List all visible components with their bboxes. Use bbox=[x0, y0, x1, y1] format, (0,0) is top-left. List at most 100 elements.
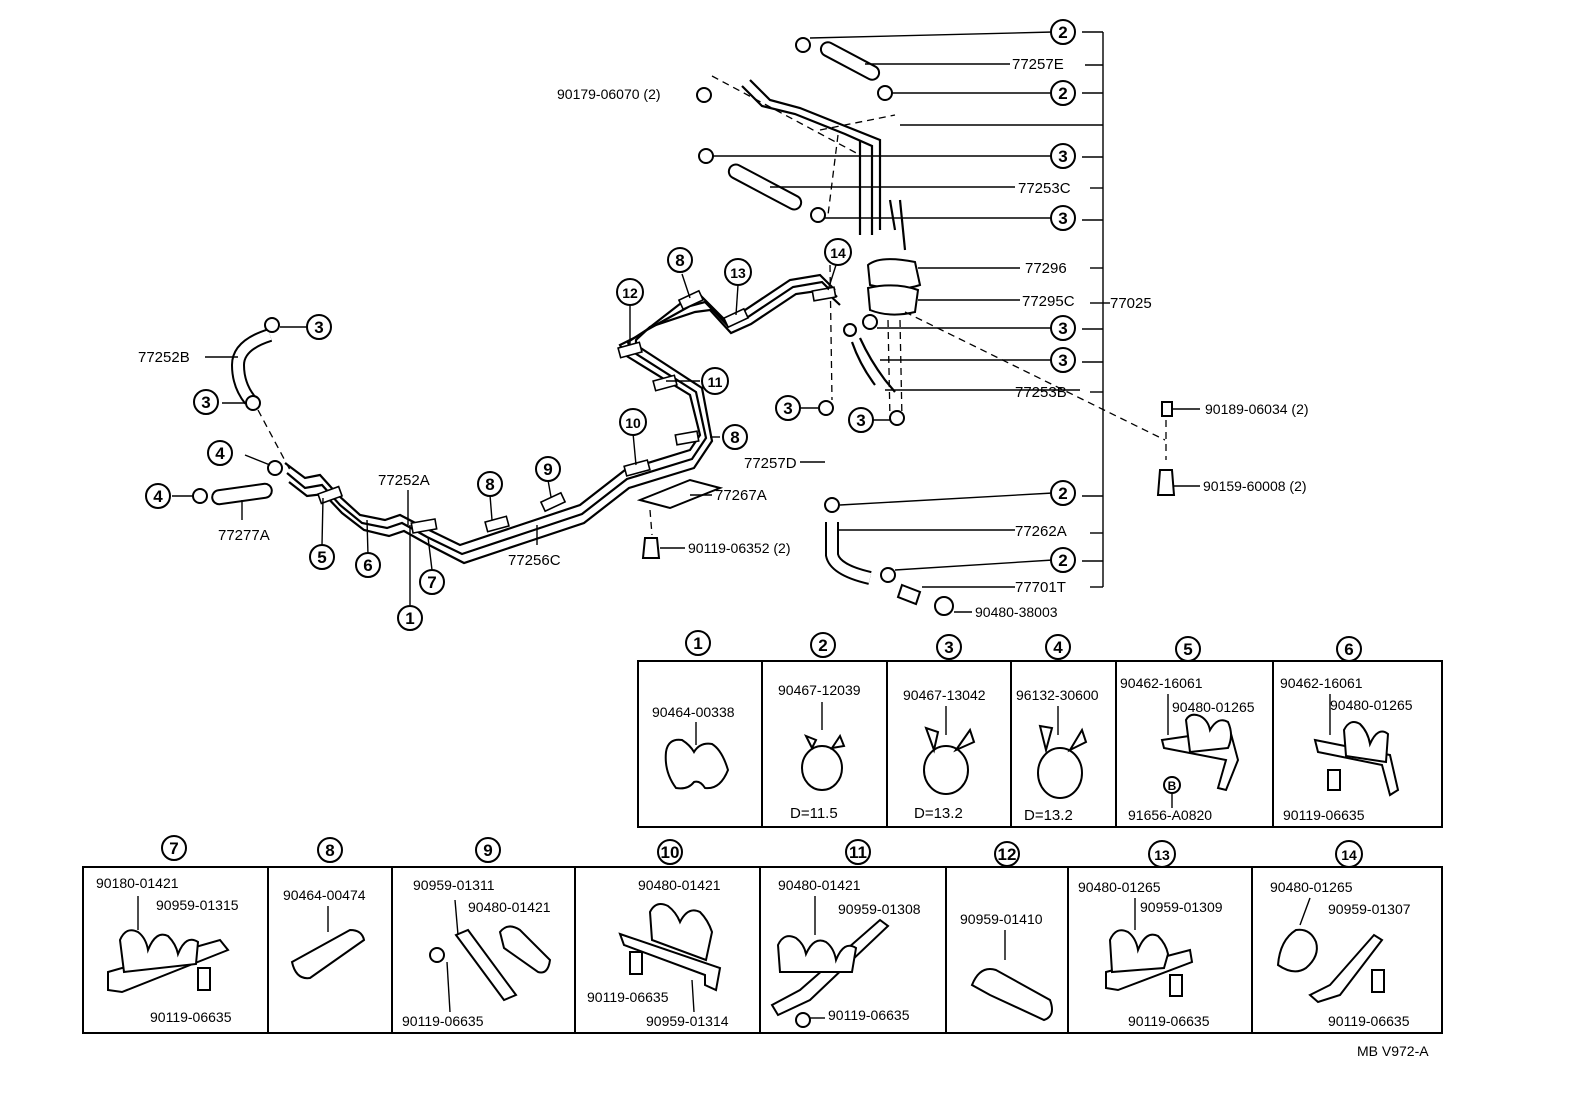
bolt-icon bbox=[197, 967, 211, 991]
callout-12: 12 bbox=[616, 278, 644, 306]
bolt-icon bbox=[1161, 401, 1173, 417]
callout-11: 11 bbox=[701, 367, 729, 395]
svg-text:12: 12 bbox=[998, 845, 1017, 864]
svg-text:90480-01421: 90480-01421 bbox=[778, 877, 861, 893]
hose-clamp-icon bbox=[698, 148, 714, 164]
svg-text:90119-06635: 90119-06635 bbox=[828, 1007, 910, 1023]
valve-77296-icon bbox=[866, 258, 922, 290]
svg-text:3: 3 bbox=[1058, 147, 1067, 166]
callout-14: 14 bbox=[824, 238, 852, 266]
svg-text:12: 12 bbox=[622, 285, 638, 301]
detail-box-3: 3 90467-13042 D=13.2 bbox=[903, 634, 986, 822]
detail-row-2: 7 90180-01421 90959-01315 90119-06635 8 … bbox=[82, 835, 1443, 1034]
hose-clamp-icon bbox=[862, 314, 878, 330]
detail-box-11: 11 90480-01421 90959-01308 90119-06635 bbox=[770, 839, 921, 1028]
svg-text:90464-00474: 90464-00474 bbox=[283, 887, 366, 903]
callout-10: 10 bbox=[619, 408, 647, 436]
svg-text:6: 6 bbox=[1344, 640, 1353, 659]
callout-8: 8 bbox=[722, 424, 748, 450]
svg-text:10: 10 bbox=[661, 843, 680, 862]
svg-text:9: 9 bbox=[483, 841, 492, 860]
callout-13: 13 bbox=[724, 258, 752, 286]
grommet-icon bbox=[696, 87, 712, 103]
clamp-icon bbox=[970, 968, 1053, 1022]
clip-marks bbox=[316, 286, 837, 534]
hose-clamp-icon bbox=[877, 85, 893, 101]
svg-text:8: 8 bbox=[485, 475, 494, 494]
hose-clamp-icon bbox=[923, 745, 969, 795]
callout-3: 3 bbox=[1050, 347, 1076, 373]
part-label: 90464-00338 bbox=[652, 704, 735, 720]
svg-text:90462-16061: 90462-16061 bbox=[1120, 675, 1203, 691]
svg-text:91656-A0820: 91656-A0820 bbox=[1128, 807, 1212, 823]
svg-text:14: 14 bbox=[830, 245, 846, 261]
label-77253b: 77253B bbox=[1015, 384, 1067, 401]
callout-4: 4 bbox=[207, 440, 233, 466]
bracket-icon bbox=[454, 928, 518, 1002]
svg-text:7: 7 bbox=[169, 839, 178, 858]
svg-text:8: 8 bbox=[675, 251, 684, 270]
filter-77701t-icon bbox=[896, 583, 922, 606]
clamp-icon bbox=[1184, 713, 1232, 754]
callout-2: 2 bbox=[1050, 19, 1076, 45]
bolt-icon bbox=[1156, 469, 1176, 496]
svg-text:90119-06635: 90119-06635 bbox=[402, 1013, 484, 1029]
detail-box-1: 1 90464-00338 bbox=[652, 630, 735, 790]
clamp-icon bbox=[648, 903, 714, 962]
svg-text:2: 2 bbox=[1058, 484, 1067, 503]
clamp-icon bbox=[1276, 928, 1318, 973]
callout-8: 8 bbox=[477, 471, 503, 497]
label-77257d: 77257D bbox=[744, 455, 797, 472]
clamp-icon bbox=[498, 925, 552, 974]
hose-clamp-icon bbox=[843, 323, 857, 337]
svg-text:90180-01421: 90180-01421 bbox=[96, 875, 179, 891]
bolt-icon bbox=[641, 537, 661, 559]
label-90159-60008: 90159-60008 (2) bbox=[1203, 478, 1307, 494]
svg-text:2: 2 bbox=[1058, 84, 1067, 103]
hose-77257e-icon bbox=[819, 41, 881, 81]
svg-text:1: 1 bbox=[693, 634, 702, 653]
clamp-icon bbox=[664, 738, 730, 790]
label-77252b: 77252B bbox=[138, 349, 190, 366]
svg-text:5: 5 bbox=[1183, 640, 1192, 659]
svg-text:13: 13 bbox=[1154, 847, 1170, 863]
hose-clamp-icon bbox=[801, 745, 843, 791]
svg-text:6: 6 bbox=[363, 556, 372, 575]
label-77256c: 77256C bbox=[508, 552, 561, 569]
main-part-labels: 77257E 77253C 77296 77295C 77025 77253B … bbox=[138, 56, 1309, 620]
label-77025: 77025 bbox=[1110, 295, 1152, 312]
hose-clamp-icon bbox=[192, 488, 208, 504]
hose-clamp-icon bbox=[889, 410, 905, 426]
svg-text:4: 4 bbox=[1053, 638, 1063, 657]
clamp-icon bbox=[290, 928, 366, 980]
bracket-icon bbox=[1308, 933, 1384, 1004]
svg-text:D=13.2: D=13.2 bbox=[1024, 807, 1073, 824]
hose-clamp-icon bbox=[264, 317, 280, 333]
svg-text:90480-01421: 90480-01421 bbox=[468, 899, 551, 915]
svg-text:3: 3 bbox=[1058, 209, 1067, 228]
hose-clamp-icon bbox=[245, 395, 261, 411]
clamp-icon bbox=[776, 935, 858, 973]
clamp-icon bbox=[1108, 929, 1170, 974]
bracket-77267a-icon bbox=[636, 478, 724, 510]
filler-hose-assembly bbox=[696, 31, 1200, 616]
svg-text:3: 3 bbox=[783, 399, 792, 418]
fuel-pipe-assembly bbox=[172, 264, 841, 605]
hose-clamp-icon bbox=[818, 400, 834, 416]
detail-box-9: 9 90959-01311 90480-01421 90119-06635 bbox=[402, 837, 552, 1029]
svg-text:2: 2 bbox=[818, 636, 827, 655]
label-77262a: 77262A bbox=[1015, 523, 1067, 540]
clamp-icon bbox=[118, 929, 200, 974]
bracket-icon bbox=[618, 932, 722, 992]
bolt-icon bbox=[629, 951, 643, 975]
bolt-icon bbox=[429, 947, 445, 963]
svg-text:4: 4 bbox=[215, 444, 225, 463]
svg-text:90480-01421: 90480-01421 bbox=[638, 877, 721, 893]
valve-77295c-icon bbox=[866, 284, 920, 316]
detail-row-1: 1 90464-00338 2 90467-12039 D=11.5 3 904… bbox=[637, 630, 1443, 828]
label-90119-06352: 90119-06352 (2) bbox=[688, 540, 790, 556]
svg-text:11: 11 bbox=[708, 374, 723, 390]
hose-clamp-icon bbox=[810, 207, 826, 223]
callout-2: 2 bbox=[1050, 480, 1076, 506]
